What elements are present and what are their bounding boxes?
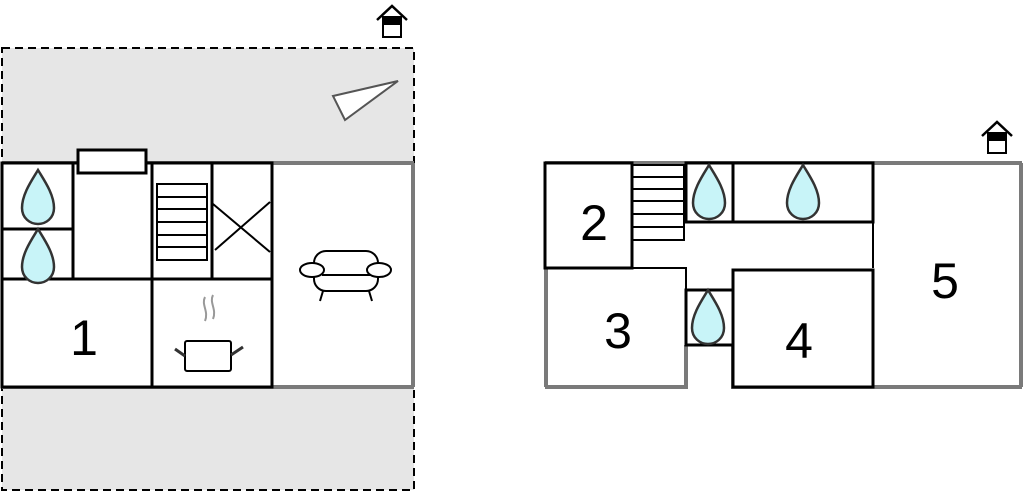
ground-floor-plan: 1 [0, 4, 415, 491]
stairs-icon [631, 164, 685, 241]
stairs-icon [156, 183, 208, 261]
room-label: 4 [785, 313, 813, 369]
void [210, 161, 274, 281]
room-label: 3 [604, 303, 632, 359]
room-2 [543, 161, 634, 270]
compass-arrow-icon [331, 80, 399, 122]
cooking-pot-icon [174, 294, 244, 372]
room [71, 161, 154, 281]
void-cross-icon [212, 201, 271, 253]
room-label: 5 [931, 253, 959, 309]
room-label: 1 [70, 310, 98, 366]
window-bench [76, 148, 148, 175]
room-label: 2 [580, 195, 608, 251]
room-4 [731, 268, 875, 389]
sofa-icon [299, 250, 392, 302]
house-entrance-icon [980, 120, 1014, 155]
upper-floor-plan: 2 4 3 5 [543, 120, 1023, 389]
house-entrance-icon [375, 4, 409, 39]
